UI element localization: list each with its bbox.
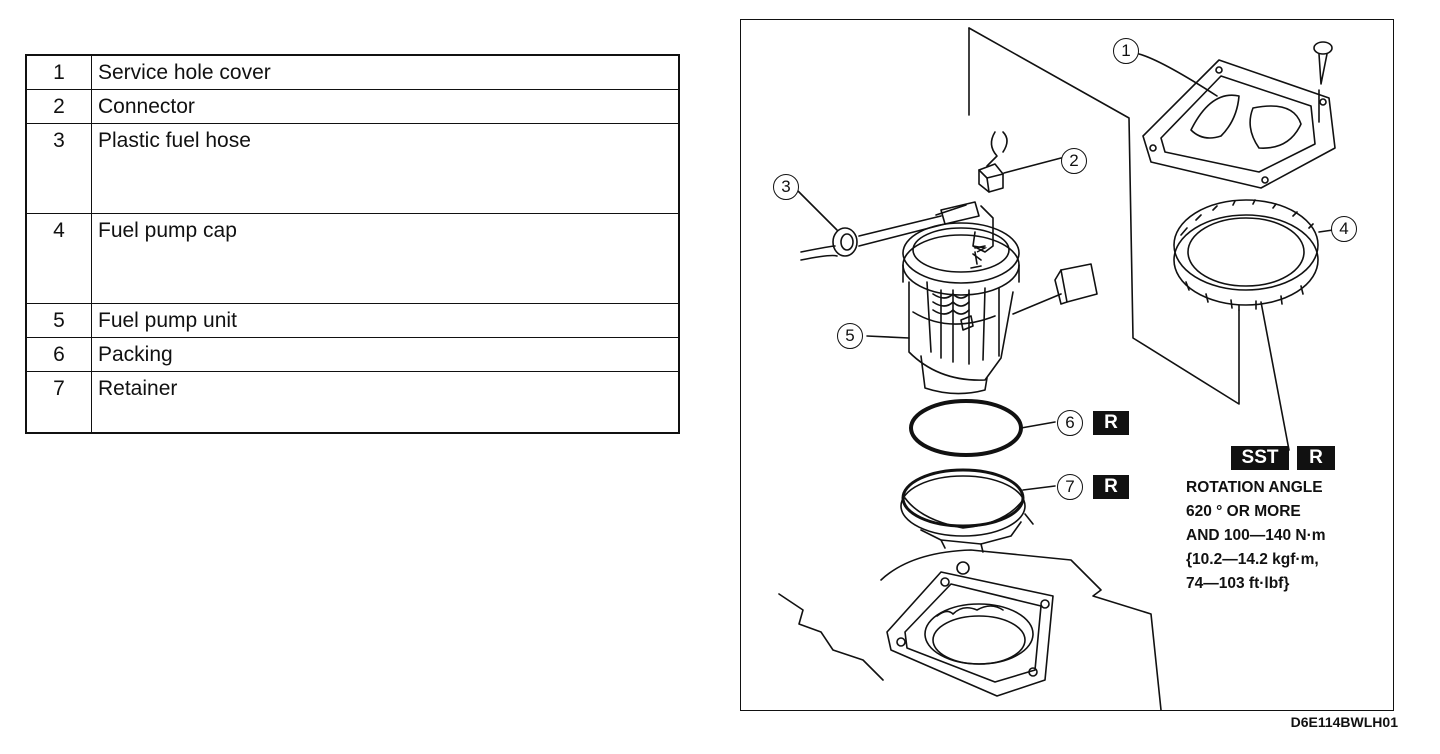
part-number: 1 (25, 54, 92, 90)
leader-line (1318, 229, 1334, 233)
part-name: Service hole cover (91, 54, 680, 90)
fuel-pump-cap-drawing (1173, 199, 1319, 451)
diagram-drawing (778, 27, 1336, 710)
table-row: 2 Connector (25, 88, 680, 124)
spec-line: 74—103 ft·lbf} (1186, 575, 1290, 592)
part-number: 3 (25, 122, 92, 214)
leader-line (1003, 157, 1062, 174)
packing-drawing (909, 399, 1023, 457)
reference-line (968, 27, 1240, 405)
fuel-tank-opening-drawing (778, 549, 1162, 710)
replace-badge: R (1093, 411, 1129, 435)
plastic-fuel-hose-drawing (800, 204, 967, 261)
leader-line (796, 189, 838, 231)
callout-5: 5 (837, 323, 863, 349)
replace-badge: R (1093, 475, 1129, 499)
callout-7: 7 (1057, 474, 1083, 500)
callout-4: 4 (1331, 216, 1357, 242)
callout-3: 3 (773, 174, 799, 200)
table-row: 3 Plastic fuel hose (25, 122, 680, 214)
leader-line (866, 335, 910, 339)
part-name: Connector (91, 88, 680, 124)
table-row: 5 Fuel pump unit (25, 302, 680, 338)
arrow-mark (972, 245, 988, 253)
table-row: 4 Fuel pump cap (25, 212, 680, 304)
connector-drawing (978, 131, 1008, 193)
leader-line (1020, 421, 1056, 429)
part-name: Plastic fuel hose (91, 122, 680, 214)
callout-1: 1 (1113, 38, 1139, 64)
spec-line: AND 100—140 N·m (1186, 527, 1326, 544)
spec-line: ROTATION ANGLE (1186, 479, 1323, 496)
part-name: Fuel pump cap (91, 212, 680, 304)
spec-line: 620 ° OR MORE (1186, 503, 1301, 520)
table-row: 6 Packing (25, 336, 680, 372)
part-name: Packing (91, 336, 680, 372)
table-row: 7 Retainer (25, 370, 680, 434)
part-number: 2 (25, 88, 92, 124)
part-number: 6 (25, 336, 92, 372)
leader-line (1022, 485, 1056, 491)
fuel-pump-unit-drawing (902, 201, 1098, 395)
exploded-diagram: 1 2 3 4 5 6 7 R R SST R ROTATION ANGLE 6… (740, 19, 1394, 711)
callout-6: 6 (1057, 410, 1083, 436)
parts-table: 1 Service hole cover 2 Connector 3 Plast… (25, 54, 680, 434)
part-number: 4 (25, 212, 92, 304)
leader-line (1138, 53, 1218, 97)
replace-badge: R (1297, 446, 1335, 470)
figure-code: D6E114BWLH01 (1290, 714, 1398, 730)
table-row: 1 Service hole cover (25, 54, 680, 90)
tightening-spec: ROTATION ANGLE 620 ° OR MORE AND 100—140… (1186, 476, 1326, 596)
part-name: Retainer (91, 370, 680, 434)
screw-drawing (1313, 41, 1333, 85)
service-hole-cover-drawing (1142, 59, 1336, 189)
sst-badge: SST (1231, 446, 1289, 470)
retainer-drawing (900, 468, 1034, 553)
callout-2: 2 (1061, 148, 1087, 174)
part-name: Fuel pump unit (91, 302, 680, 338)
spec-line: {10.2—14.2 kgf·m, (1186, 551, 1319, 568)
part-number: 7 (25, 370, 92, 434)
part-number: 5 (25, 302, 92, 338)
